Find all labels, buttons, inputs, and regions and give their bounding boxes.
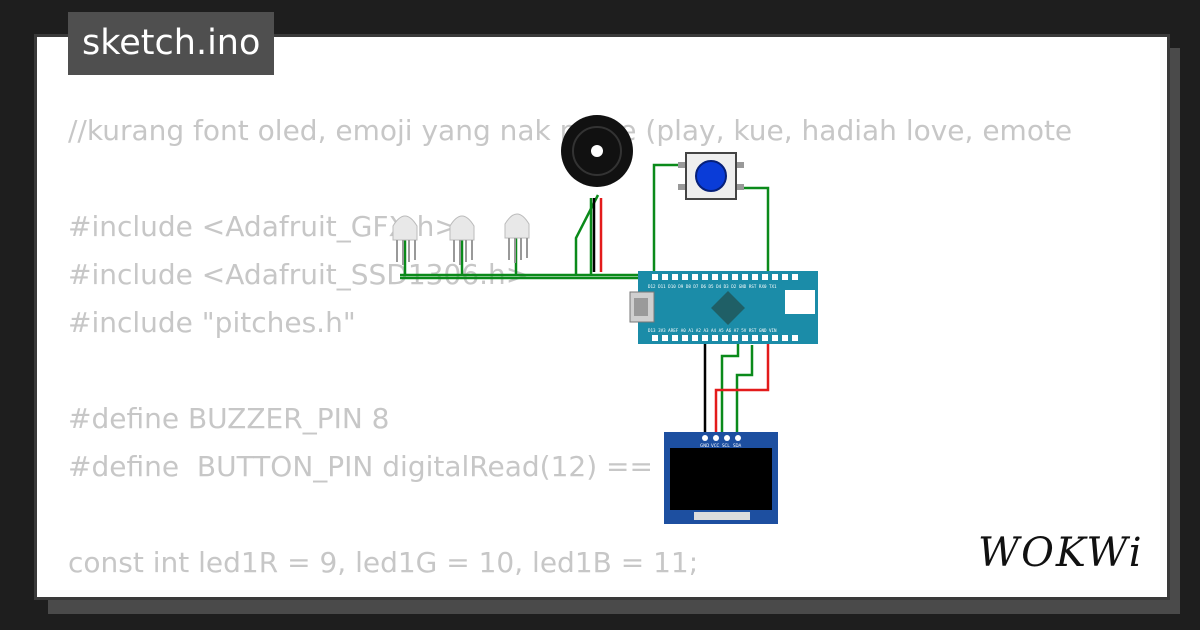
oled-pin-sda: SDA: [733, 443, 742, 448]
oled-pin-scl: SCL: [722, 443, 730, 448]
oled-pin-vcc: VCC: [711, 443, 720, 448]
push-button[interactable]: [678, 152, 744, 200]
oled-pin-gnd: GND: [700, 443, 709, 448]
code-line: const int led1R = 9, led1G = 10, led1B =…: [68, 546, 699, 579]
code-line: #include "pitches.h": [68, 306, 356, 339]
wires-green: [400, 163, 770, 435]
code-line: #define BUZZER_PIN 8: [68, 402, 390, 435]
code-line: const int led2R = 6, led2G = 5, led2B = …: [68, 587, 1072, 597]
code-preview: //kurang font oled, emoji yang nak make …: [68, 37, 1073, 597]
code-line: #define BUTTON_PIN digitalRead(12) ==: [68, 450, 653, 483]
nano-bottom-pin-labels: D13 3V3 AREF A0 A1 A2 A3 A4 A5 A6 A7 5V …: [648, 328, 777, 333]
wires-red: [599, 198, 770, 435]
nano-top-pin-labels: D12 D11 D10 D9 D8 D7 D6 D5 D4 D3 D2 GND …: [648, 284, 777, 289]
rgb-led[interactable]: [392, 215, 418, 265]
rgb-led[interactable]: [449, 215, 475, 265]
buzzer[interactable]: [561, 115, 633, 187]
arduino-nano[interactable]: D12 D11 D10 D9 D8 D7 D6 D5 D4 D3 D2 GND …: [629, 271, 818, 344]
file-title: sketch.ino: [68, 12, 275, 75]
rgb-led[interactable]: [504, 213, 530, 263]
wokwi-logo: WOKWi: [978, 530, 1144, 576]
oled-display[interactable]: GND VCC SCL SDA: [664, 432, 778, 524]
code-line: //kurang font oled, emoji yang nak make …: [68, 114, 1073, 147]
